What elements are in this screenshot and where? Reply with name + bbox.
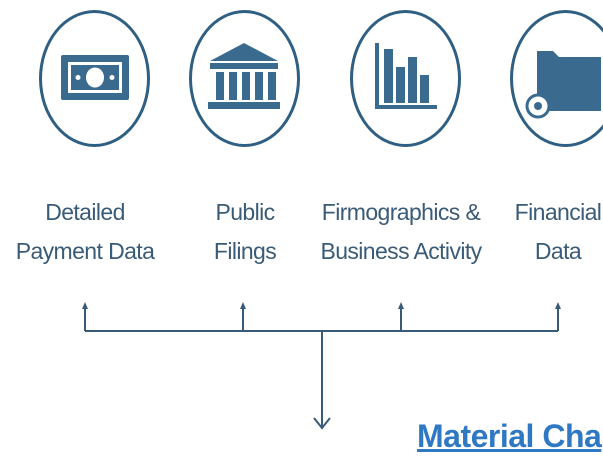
source-label-financial: Financial Data [515, 193, 602, 271]
folder-icon [525, 51, 601, 119]
source-label-payment: Detailed Payment Data [16, 193, 155, 271]
label-line-2: Data [534, 238, 582, 264]
financial-data-circle [510, 10, 603, 147]
cash-icon [61, 55, 129, 100]
public-filings-circle [189, 10, 300, 147]
label-line-2: Business Activity [320, 238, 482, 264]
source-label-firmographics: Firmographics & Business Activity [320, 193, 482, 271]
bar-chart-icon [375, 43, 437, 109]
label-line-1: Firmographics & [321, 199, 481, 225]
label-line-1: Public [215, 199, 275, 225]
label-line-2: Payment Data [15, 238, 155, 264]
label-line-1: Financial [514, 199, 602, 225]
material-change-heading: Material Cha [417, 418, 602, 454]
source-label-filings: Public Filings [213, 193, 277, 271]
label-line-2: Filings [213, 238, 277, 264]
firmographics-circle [350, 10, 461, 147]
bank-building-icon [208, 43, 280, 109]
label-line-1: Detailed [45, 199, 125, 225]
detailed-payment-data-circle [39, 10, 150, 147]
